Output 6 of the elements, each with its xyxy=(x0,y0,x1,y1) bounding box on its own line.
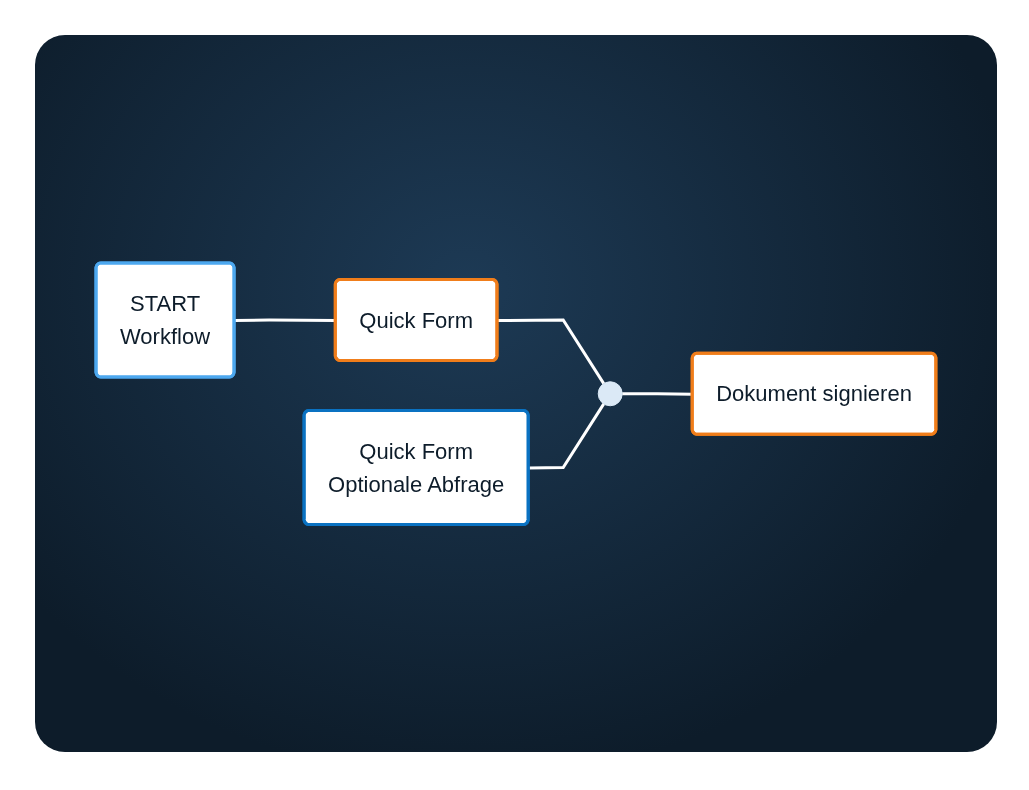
connector xyxy=(622,392,693,396)
connector xyxy=(234,318,336,322)
connector xyxy=(497,318,606,385)
connector xyxy=(528,402,606,470)
node-circle xyxy=(597,381,623,406)
card-background: START Workflow Quick Form Quick Form Optionale Abfrage Dokument signieren xyxy=(35,35,997,752)
